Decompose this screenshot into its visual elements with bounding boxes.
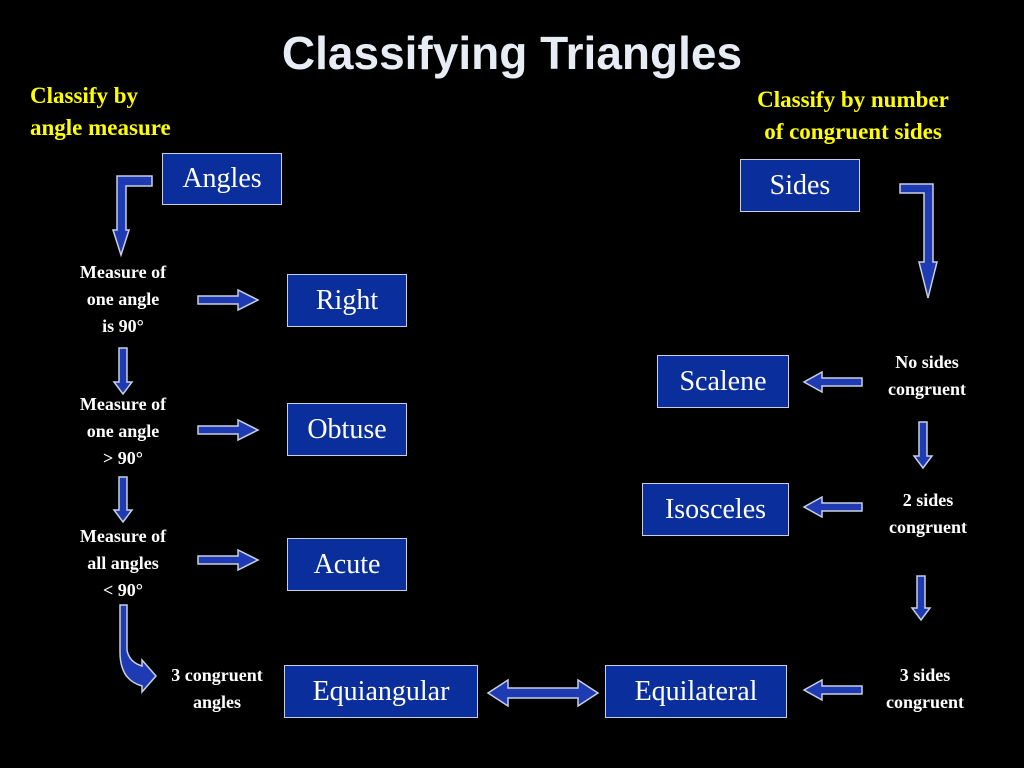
sides-down-elbow-arrow xyxy=(899,183,938,299)
down-arrow-right-1 xyxy=(912,421,934,470)
right-subtitle-line2: of congruent sides xyxy=(764,119,942,145)
criterion-isosceles: 2 sides congruent xyxy=(863,487,993,541)
criterion-obtuse-line3: > 90° xyxy=(103,448,143,468)
scalene-box: Scalene xyxy=(657,355,789,408)
criterion-acute-line3: < 90° xyxy=(103,580,143,600)
left-subtitle: Classify by angle measure xyxy=(30,80,171,144)
criterion-acute-line2: all angles xyxy=(87,553,159,573)
left-subtitle-line1: Classify by xyxy=(30,83,138,108)
page-title: Classifying Triangles xyxy=(281,27,743,79)
down-arrow-left-1 xyxy=(112,347,134,396)
criterion-obtuse: Measure of one angle > 90° xyxy=(58,391,188,472)
left-subtitle-line2: angle measure xyxy=(30,115,171,141)
criterion-isosceles-line1: 2 sides xyxy=(902,490,954,510)
angles-box: Angles xyxy=(162,153,282,205)
right-box: Right xyxy=(287,274,407,327)
left-arrow-3 xyxy=(802,678,863,702)
criterion-right-line3: is 90° xyxy=(102,316,144,336)
obtuse-box: Obtuse xyxy=(287,403,407,456)
curved-arrow-congruent xyxy=(119,604,157,694)
left-arrow-1 xyxy=(802,370,863,394)
acute-box: Acute xyxy=(287,538,407,591)
congruent-angles-label: 3 congruent angles xyxy=(152,662,282,716)
right-arrow-3 xyxy=(197,548,260,572)
criterion-right-line1: Measure of xyxy=(79,262,167,282)
criterion-equilateral-line1: 3 sides xyxy=(899,665,951,685)
right-arrow-2 xyxy=(197,418,260,442)
criterion-right: Measure of one angle is 90° xyxy=(58,259,188,340)
angles-down-elbow-arrow xyxy=(111,175,153,258)
sides-box: Sides xyxy=(740,159,860,212)
right-subtitle-line1: Classify by number xyxy=(757,87,949,112)
criterion-equilateral-line2: congruent xyxy=(886,692,964,712)
criterion-acute-line1: Measure of xyxy=(79,526,167,546)
criterion-scalene-line2: congruent xyxy=(888,379,966,399)
criterion-scalene-line1: No sides xyxy=(895,352,959,372)
down-arrow-left-2 xyxy=(112,476,134,524)
right-arrow-1 xyxy=(197,288,260,312)
criterion-right-line2: one angle xyxy=(86,289,160,309)
congruent-angles-line1: 3 congruent xyxy=(171,665,263,685)
criterion-acute: Measure of all angles < 90° xyxy=(58,523,188,604)
criterion-obtuse-line1: Measure of xyxy=(79,394,167,414)
isosceles-box: Isosceles xyxy=(642,483,789,536)
double-arrow xyxy=(486,678,600,708)
criterion-scalene: No sides congruent xyxy=(862,349,992,403)
left-arrow-2 xyxy=(802,495,863,519)
criterion-isosceles-line2: congruent xyxy=(889,517,967,537)
right-subtitle: Classify by number of congruent sides xyxy=(733,84,973,148)
criterion-obtuse-line2: one angle xyxy=(86,421,160,441)
criterion-equilateral: 3 sides congruent xyxy=(860,662,990,716)
down-arrow-right-2 xyxy=(910,575,932,622)
congruent-angles-line2: angles xyxy=(192,692,241,712)
equiangular-box: Equiangular xyxy=(284,665,478,718)
equilateral-box: Equilateral xyxy=(605,665,787,718)
